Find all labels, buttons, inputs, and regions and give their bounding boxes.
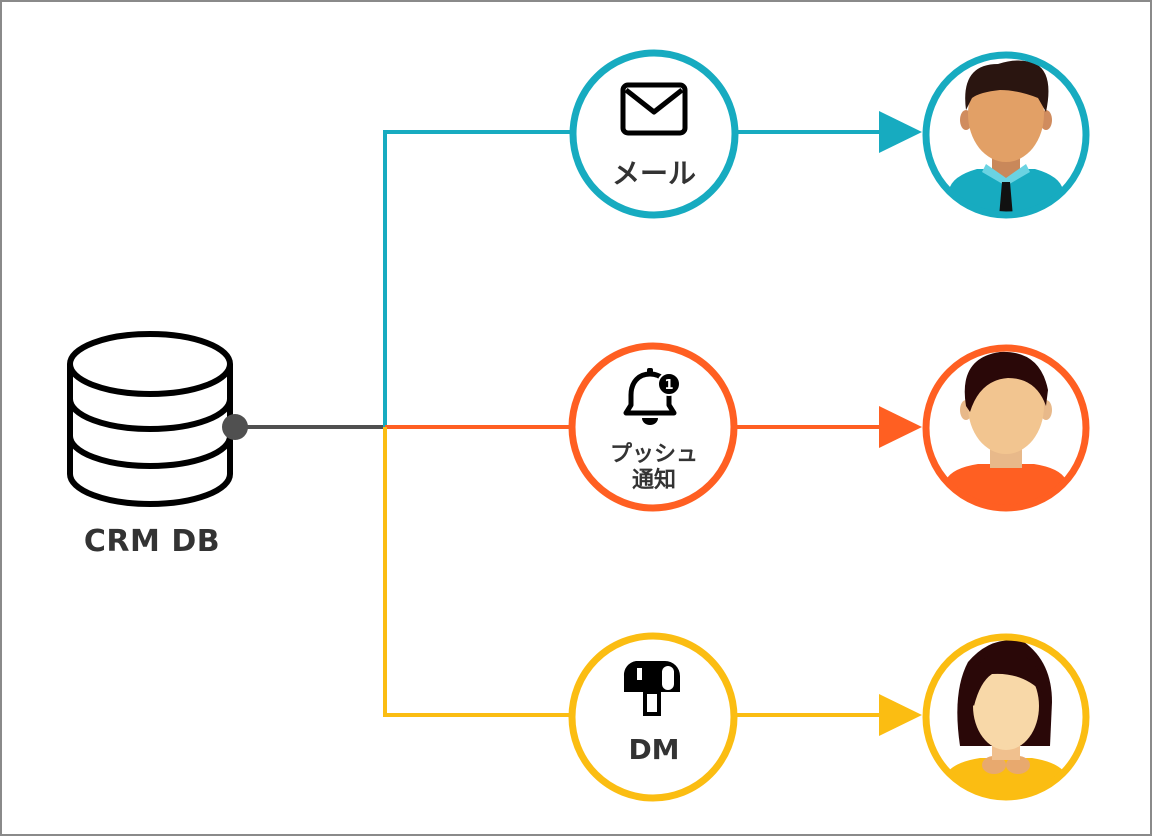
channel-label-dm: DM: [628, 733, 680, 766]
man-avatar-icon: [922, 344, 1090, 512]
channel-node-dm: [568, 632, 738, 802]
database-icon: [67, 331, 233, 507]
source-label: CRM DB: [83, 524, 221, 559]
branch-line-dm: [383, 427, 572, 717]
connector-trunk: [222, 414, 385, 440]
arrow-mail: [736, 111, 922, 153]
branch-line-mail: [383, 130, 572, 427]
notification-badge-count: 1: [664, 378, 673, 393]
channel-node-push: [568, 342, 738, 512]
woman-avatar-icon: [922, 633, 1090, 801]
channel-label-mail: メール: [611, 157, 696, 190]
bell-icon: 1: [623, 368, 681, 425]
businessman-avatar-icon: [922, 51, 1090, 219]
channel-label-push-line2: 通知: [631, 468, 676, 493]
envelope-icon: [620, 82, 688, 136]
mailbox-icon: [623, 661, 680, 716]
arrow-push: [736, 406, 922, 448]
arrow-dm: [736, 694, 922, 736]
channel-label-push: プッシュ 通知: [584, 442, 724, 494]
channel-label-push-line1: プッシュ: [609, 442, 698, 467]
